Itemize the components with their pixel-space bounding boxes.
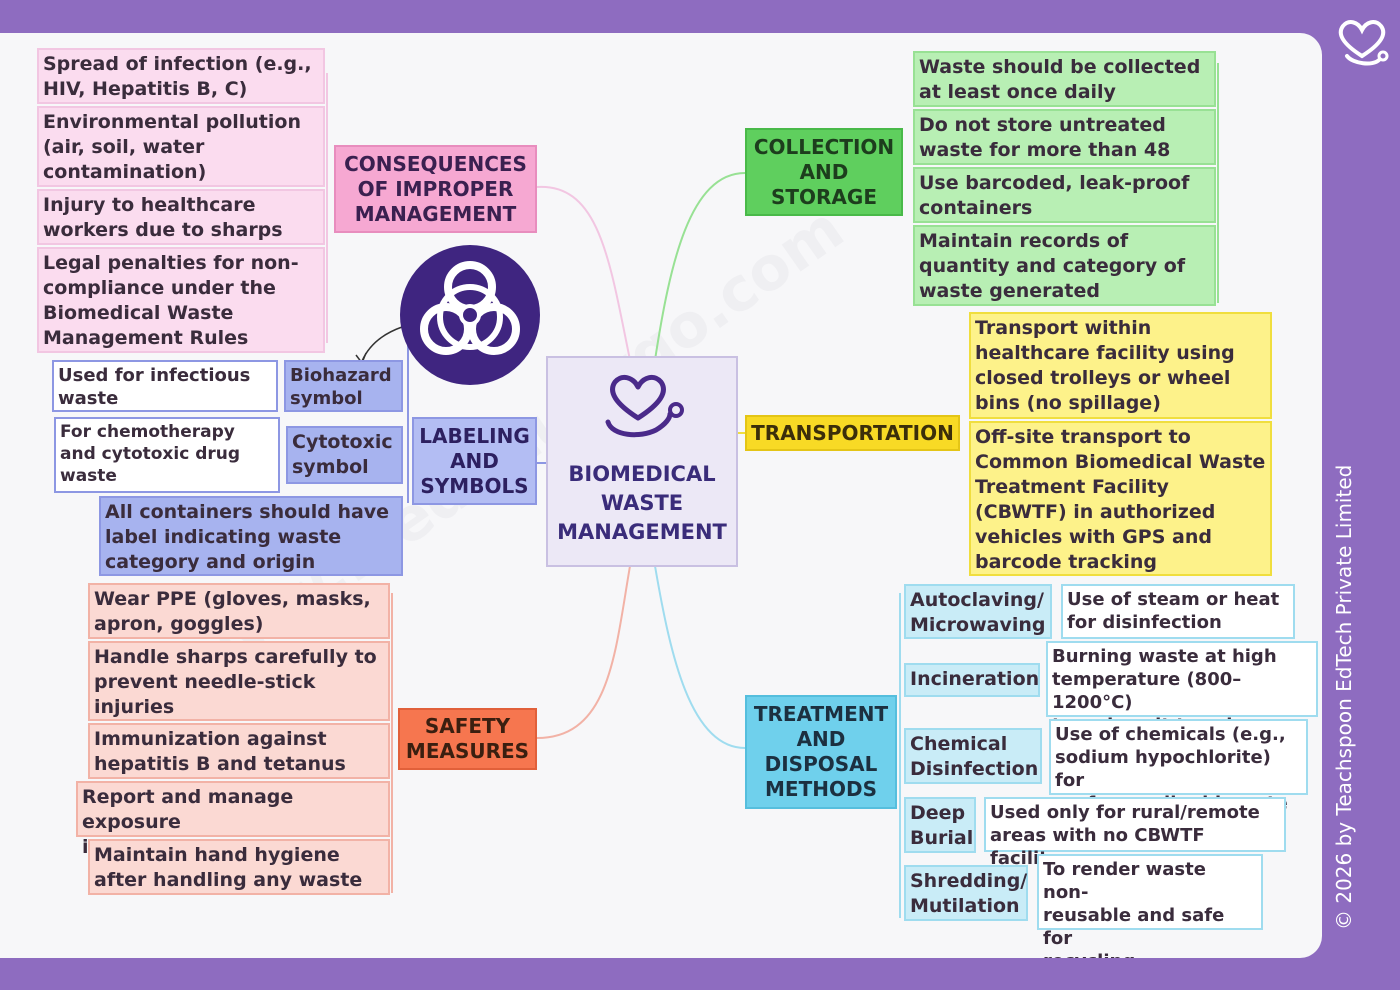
collection-item: Waste should be collected at least once … bbox=[913, 51, 1216, 107]
pointer-arrow bbox=[361, 326, 403, 362]
consequences-item: Spread of infection (e.g., HIV, Hepatiti… bbox=[37, 48, 325, 104]
connector-lines bbox=[326, 63, 1219, 918]
treatment-heading: TREATMENT AND DISPOSAL METHODS bbox=[745, 695, 897, 809]
transportation-item: Off-site transport to Common Biomedical … bbox=[969, 421, 1272, 576]
copyright-text: © 2026 by Teachspoon EdTech Private Limi… bbox=[1332, 464, 1356, 930]
collection-item: Do not store untreated waste for more th… bbox=[913, 109, 1216, 186]
central-title: BIOMEDICAL WASTE MANAGEMENT bbox=[557, 462, 727, 544]
safety-item: Report and manage exposure incidents imm… bbox=[76, 781, 390, 858]
connector-safety bbox=[536, 565, 631, 739]
consequences-item: Legal penalties for non- compliance unde… bbox=[37, 247, 325, 353]
consequences-item: Injury to healthcare workers due to shar… bbox=[37, 189, 325, 245]
heart-stethoscope-icon bbox=[1338, 20, 1389, 66]
consequences-heading: CONSEQUENCES OF IMPROPER MANAGEMENT bbox=[334, 145, 537, 233]
biohazard-desc: Used for infectious waste bbox=[52, 360, 278, 412]
safety-title: SAFETY MEASURES bbox=[405, 714, 530, 763]
safety-item: Immunization against hepatitis B and tet… bbox=[88, 723, 390, 779]
safety-item: Handle sharps carefully to prevent needl… bbox=[88, 641, 390, 721]
collection-item: Maintain records of quantity and categor… bbox=[913, 225, 1216, 306]
connector-collection bbox=[654, 172, 746, 361]
collection-item: Use barcoded, leak-proof containers bbox=[913, 167, 1216, 223]
heart-stethoscope-icon bbox=[605, 374, 684, 438]
consequences-item: Environmental pollution (air, soil, wate… bbox=[37, 106, 325, 187]
transportation-title: TRANSPORTATION bbox=[751, 420, 954, 445]
cytotoxic-desc: For chemotherapy and cytotoxic drug wast… bbox=[54, 417, 280, 493]
cytotoxic-symbol-label: Cytotoxic symbol bbox=[286, 426, 403, 484]
consequences-title: CONSEQUENCES OF IMPROPER MANAGEMENT bbox=[344, 151, 527, 226]
connector-treatment bbox=[654, 565, 746, 749]
labeling-title: LABELING AND SYMBOLS bbox=[419, 423, 530, 498]
central-topic: BIOMEDICAL WASTE MANAGEMENT bbox=[546, 356, 738, 567]
biohazard-icon bbox=[400, 245, 540, 385]
mindmap-card: www.medistudygo.com BIOMEDICAL WASTE MAN… bbox=[0, 33, 1322, 958]
method-label: Autoclaving/ Microwaving bbox=[904, 584, 1052, 639]
method-desc: Use of steam or heat for disinfection bbox=[1061, 584, 1295, 639]
method-desc: Use of chemicals (e.g., sodium hypochlor… bbox=[1049, 719, 1308, 814]
safety-heading: SAFETY MEASURES bbox=[398, 708, 537, 770]
biohazard-symbol-label: Biohazard symbol bbox=[284, 360, 403, 412]
containers-label: All containers should have label indicat… bbox=[99, 496, 403, 576]
safety-item: Maintain hand hygiene after handling any… bbox=[88, 839, 390, 895]
method-label: Shredding/ Mutilation bbox=[904, 865, 1028, 921]
collection-title: COLLECTION AND STORAGE bbox=[753, 134, 895, 209]
method-label: Incineration bbox=[904, 663, 1040, 697]
method-desc: Used only for rural/remote areas with no… bbox=[984, 797, 1286, 869]
safety-item: Wear PPE (gloves, masks, apron, goggles) bbox=[88, 583, 390, 639]
treatment-title: TREATMENT AND DISPOSAL METHODS bbox=[753, 702, 889, 801]
labeling-heading: LABELING AND SYMBOLS bbox=[412, 417, 537, 505]
method-label: Deep Burial bbox=[904, 797, 976, 853]
connector-consequences bbox=[536, 185, 631, 361]
method-label: Chemical Disinfection bbox=[904, 728, 1042, 784]
transportation-heading: TRANSPORTATION bbox=[745, 415, 960, 451]
collection-heading: COLLECTION AND STORAGE bbox=[745, 128, 903, 216]
transportation-item: Transport within healthcare facility usi… bbox=[969, 312, 1272, 419]
method-desc: To render waste non- reusable and safe f… bbox=[1037, 854, 1263, 958]
method-desc: Burning waste at high temperature (800–1… bbox=[1046, 641, 1318, 736]
